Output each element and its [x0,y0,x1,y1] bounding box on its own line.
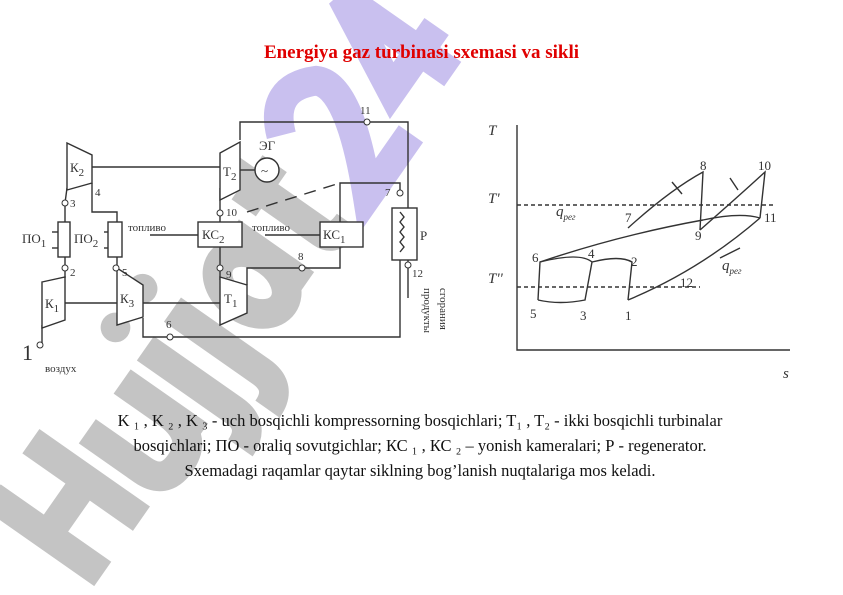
svg-text:1: 1 [625,308,632,323]
caption-line: bosqichlari; ПО - oraliq sovutgichlar; К… [133,436,707,455]
svg-text:сгорания: сгорания [437,288,449,330]
svg-text:10: 10 [226,207,238,219]
svg-text:Т1: Т1 [224,291,237,310]
svg-text:2: 2 [631,254,638,269]
generator-icon [254,157,280,183]
svg-text:4: 4 [95,187,101,199]
svg-text:ПО2: ПО2 [74,231,98,250]
combustion-chamber-kc1 [319,221,364,248]
svg-text:qрег: qрег [556,204,576,222]
svg-text:Р: Р [420,228,427,243]
svg-text:T: T [488,123,498,139]
compressor-k3 [116,266,144,326]
svg-text:~: ~ [261,163,268,178]
svg-text:s: s [783,366,789,382]
svg-text:1: 1 [22,340,33,365]
regenerator-p [391,207,418,261]
svg-text:КС1: КС1 [323,227,346,246]
caption-line: K ₁ , K ₂ , K ₃ - uch bosqichli kompress… [117,411,723,430]
compressor-k1 [41,276,66,329]
svg-text:qрег: qрег [722,258,742,276]
svg-text:К2: К2 [70,160,84,179]
page-title: Energiya gaz turbinasi sxemasi va sikli [263,42,580,63]
svg-text:4: 4 [588,246,595,261]
svg-text:11: 11 [360,105,371,117]
svg-text:К1: К1 [45,296,59,315]
svg-text:ПО1: ПО1 [22,231,46,250]
svg-text:6: 6 [166,319,172,331]
svg-text:6: 6 [532,250,539,265]
svg-text:8: 8 [298,251,304,263]
svg-text:Т2: Т2 [223,164,236,183]
compressor-k2 [66,141,93,191]
turbine-t1 [219,276,248,327]
figure-caption: K ₁ , K ₂ , K ₃ - uch bosqichli kompress… [20,408,820,483]
svg-text:К3: К3 [120,291,135,310]
ts-diagram: T s T' T'' qрег qрег 1 2 3 4 5 6 7 8 9 1… [488,123,790,382]
svg-text:7: 7 [385,187,391,199]
svg-text:ЭГ: ЭГ [259,138,276,153]
svg-text:воздух: воздух [45,363,77,375]
svg-text:топливо: топливо [252,222,291,234]
intercooler-po2 [107,221,123,258]
svg-text:8: 8 [700,158,707,173]
svg-text:9: 9 [226,269,232,281]
svg-text:10: 10 [758,158,771,173]
svg-text:3: 3 [70,198,76,210]
svg-text:11: 11 [764,210,777,225]
svg-text:12: 12 [680,275,693,290]
intercooler-po1 [57,221,71,258]
svg-text:3: 3 [580,308,587,323]
svg-text:продукты: продукты [421,288,433,334]
svg-text:КС2: КС2 [202,227,225,246]
svg-text:5: 5 [530,306,537,321]
svg-text:T': T' [488,191,500,207]
svg-text:топливо: топливо [128,222,167,234]
turbine-t2 [219,140,241,202]
svg-text:5: 5 [122,267,128,279]
caption-line: Sxemadagi raqamlar qaytar siklning bog’l… [184,461,656,480]
svg-text:12: 12 [412,268,423,280]
svg-text:2: 2 [70,267,76,279]
combustion-chamber-kc2 [197,221,243,248]
svg-text:9: 9 [695,228,702,243]
svg-text:7: 7 [625,210,632,225]
svg-text:T'': T'' [488,271,504,287]
schematic-diagram: К2 К1 К3 Т1 Т2 ЭГ ~ ПО1 ПО2 КС2 КС1 Р то… [22,105,449,375]
